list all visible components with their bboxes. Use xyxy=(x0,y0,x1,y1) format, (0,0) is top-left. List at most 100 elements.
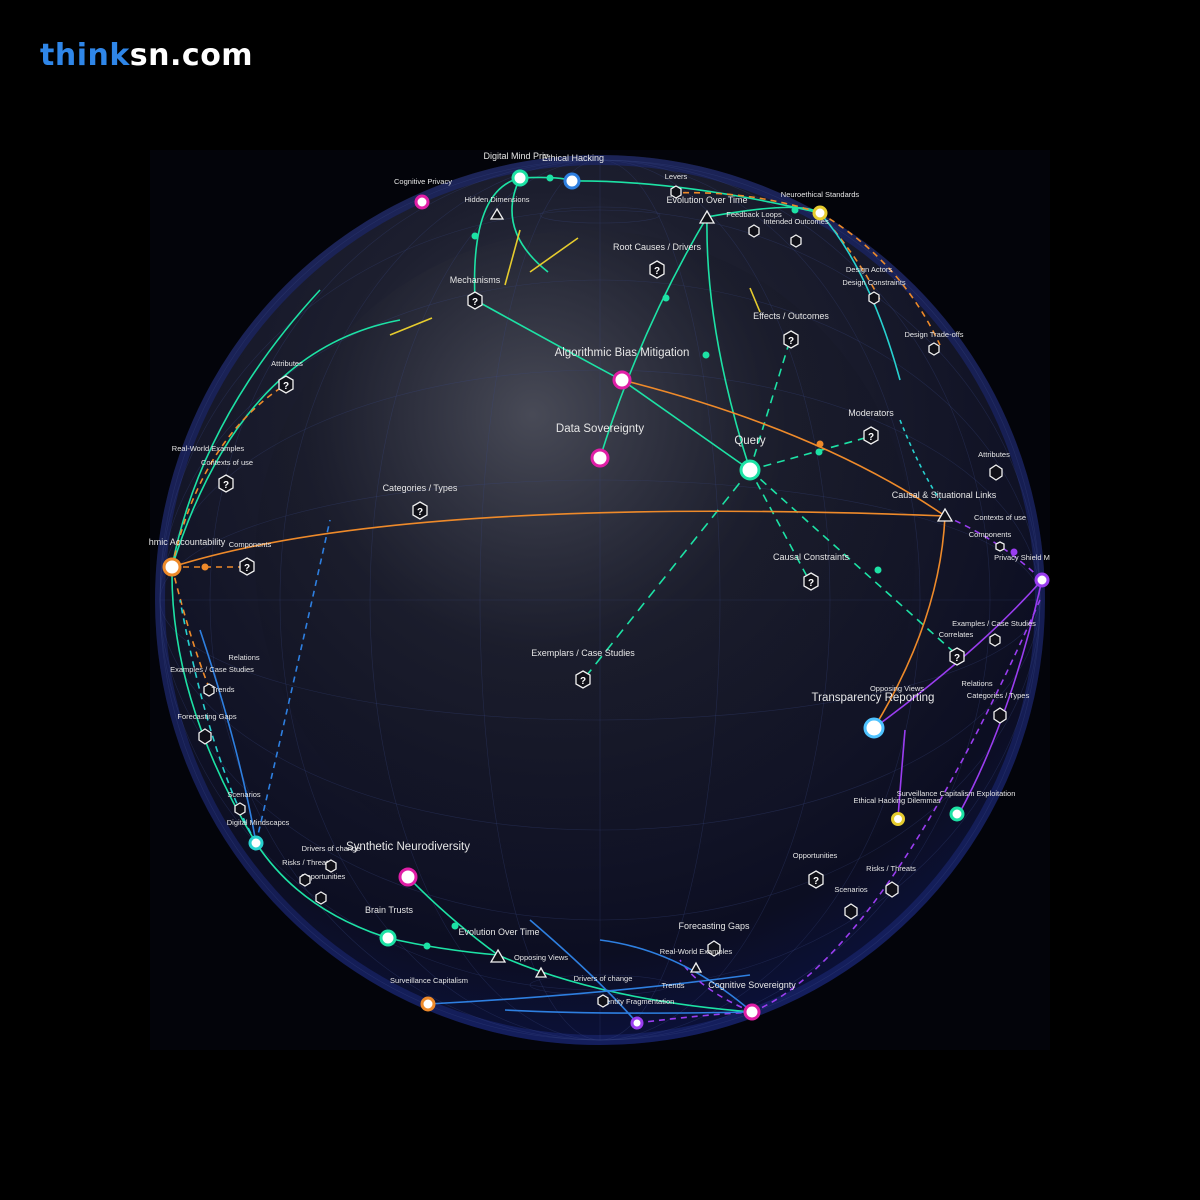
node-neuroethical-standards[interactable]: Neuroethical Standards xyxy=(781,190,860,221)
facet-feedback-loops[interactable]: Feedback Loops xyxy=(726,210,782,238)
facet-forecasting-gaps-left[interactable]: Forecasting Gaps xyxy=(177,712,237,745)
facet-risks-threats-left[interactable]: Risks / Threats xyxy=(282,858,337,873)
svg-text:?: ? xyxy=(417,507,423,518)
facet-drivers-of-change-left[interactable]: Drivers of change xyxy=(302,844,361,853)
facet-evolution-over-time-bottom[interactable]: Evolution Over Time xyxy=(458,927,540,963)
node-label: Transparency Reporting xyxy=(812,692,935,704)
facet-label: Evolution Over Time xyxy=(666,195,747,205)
node-label: Surveillance Capitalism Exploitation xyxy=(897,789,1016,798)
facet-opposing-views-bottom[interactable]: Opposing Views xyxy=(514,953,568,978)
facet-label: Hidden Dimensions xyxy=(464,195,529,204)
facet-contexts-of-use-right[interactable]: Contexts of use xyxy=(974,513,1026,522)
node-digital-mind-privacy[interactable]: Digital Mind Priv xyxy=(483,151,549,187)
facet-components-left[interactable]: Components ? xyxy=(229,540,272,576)
facet-risks-threats-right[interactable]: Risks / Threats xyxy=(866,864,916,898)
facet-categories-types-right[interactable]: Categories / Types xyxy=(967,691,1030,724)
facet-evolution-over-time-top[interactable]: Evolution Over Time xyxy=(666,195,748,224)
node-cognitive-privacy[interactable]: Cognitive Privacy xyxy=(394,177,452,210)
facet-attributes-right[interactable]: Attributes xyxy=(978,450,1010,481)
facet-levers[interactable]: Levers xyxy=(665,172,688,199)
facet-design-constraints[interactable]: Design Constraints xyxy=(842,278,906,305)
facet-contexts-of-use-left[interactable]: Contexts of use ? xyxy=(201,458,253,493)
node-identity-fragmentation[interactable]: Identity Fragmentation xyxy=(600,997,675,1030)
facet-trends-left[interactable]: Trends xyxy=(211,685,234,694)
question-hex-icon xyxy=(885,881,899,898)
facet-hidden-dimensions[interactable]: Hidden Dimensions xyxy=(464,195,530,220)
facet-label: Examples / Case Studies xyxy=(952,619,1036,628)
facet-causal-constraints[interactable]: Causal Constraints ? xyxy=(773,552,850,591)
facet-attributes-left[interactable]: Attributes ? xyxy=(271,359,303,394)
facet-label: Attributes xyxy=(271,359,303,368)
node-synthetic-neurodiversity[interactable]: Synthetic Neurodiversity xyxy=(346,841,470,887)
facet-label: Categories / Types xyxy=(967,691,1030,700)
facet-components-right[interactable]: Components xyxy=(969,530,1012,552)
facet-real-world-examples-bottom[interactable]: Real-World Examples xyxy=(660,947,733,973)
question-hex-icon xyxy=(218,474,234,493)
node-data-sovereignty[interactable]: Data Sovereignty xyxy=(556,423,644,468)
facet-scenarios-left[interactable]: Scenarios xyxy=(227,790,261,816)
svg-text:?: ? xyxy=(244,563,250,574)
node-brain-trusts[interactable]: Brain Trusts xyxy=(365,905,414,947)
facet-design-actors[interactable]: Design Actors xyxy=(846,265,893,274)
facet-design-tradeoffs[interactable]: Design Trade-offs xyxy=(904,330,964,356)
node-label: Neuroethical Standards xyxy=(781,190,860,199)
question-hex-icon xyxy=(995,541,1005,552)
facet-examples-case-studies-left[interactable]: Examples / Case Studies xyxy=(170,665,254,697)
node-transparency-reporting[interactable]: Transparency Reporting xyxy=(812,692,935,739)
node-digital-mindscapes[interactable]: Digital Mindscapcs xyxy=(227,818,290,851)
node-privacy-shield[interactable]: Privacy Shield M xyxy=(994,553,1050,588)
node-label: Algorithmic Bias Mitigation xyxy=(555,347,690,359)
facet-label: Exemplars / Case Studies xyxy=(531,648,635,658)
facet-effects-outcomes[interactable]: Effects / Outcomes ? xyxy=(753,311,829,349)
facet-label: Correlates xyxy=(939,630,974,639)
facet-label: Drivers of change xyxy=(574,974,633,983)
facet-label: Drivers of change xyxy=(302,844,361,853)
svg-text:?: ? xyxy=(223,480,229,491)
facet-real-world-examples-left[interactable]: Real-World Examples xyxy=(172,444,245,453)
question-hex-icon xyxy=(234,802,246,816)
facet-correlates[interactable]: Correlates ? xyxy=(939,630,974,666)
question-hex-icon xyxy=(467,291,483,310)
svg-text:?: ? xyxy=(813,876,819,887)
facet-label: Trends xyxy=(211,685,234,694)
facet-root-causes-drivers[interactable]: Root Causes / Drivers ? xyxy=(613,242,702,279)
facet-label: Components xyxy=(969,530,1012,539)
facet-examples-case-studies-right[interactable]: Examples / Case Studies xyxy=(952,619,1036,647)
facet-opportunities-left[interactable]: Opportunities xyxy=(299,872,346,905)
logo-part-sn: sn.com xyxy=(129,38,254,73)
question-hex-icon xyxy=(198,728,212,745)
facet-label: Risks / Threats xyxy=(866,864,916,873)
facet-scenarios-right[interactable]: Scenarios xyxy=(834,885,868,920)
node-ethical-hacking[interactable]: Ethical Hacking xyxy=(542,153,604,190)
facet-categories-types[interactable]: Categories / Types ? xyxy=(383,483,458,520)
facet-label: Forecasting Gaps xyxy=(177,712,236,721)
facet-intended-outcomes[interactable]: Intended Outcomes xyxy=(763,217,829,248)
node-surveillance-capitalism-exploitation[interactable]: Surveillance Capitalism Exploitation xyxy=(897,789,1016,822)
facet-relations-right[interactable]: Relations xyxy=(961,679,993,688)
warning-triangle-icon xyxy=(936,507,954,522)
node-algorithmic-bias-mitigation[interactable]: Algorithmic Bias Mitigation xyxy=(555,347,690,390)
node-cognitive-sovereignty[interactable]: Cognitive Sovereignty xyxy=(708,980,796,1021)
node-query[interactable]: Query xyxy=(734,435,766,481)
node-label: Surveillance Capitalism xyxy=(390,976,468,985)
warning-triangle-icon xyxy=(534,966,548,978)
facet-mechanisms[interactable]: Mechanisms ? xyxy=(450,275,501,310)
node-algorithmic-accountability[interactable]: hmic Accountability xyxy=(149,537,226,577)
question-hex-icon xyxy=(868,291,880,305)
node-surveillance-capitalism[interactable]: Surveillance Capitalism xyxy=(390,976,468,1012)
facet-opportunities-right[interactable]: Opportunities ? xyxy=(793,851,838,889)
facet-drivers-of-change-bottom[interactable]: Drivers of change xyxy=(574,974,633,1008)
facet-trends-bottom[interactable]: Trends xyxy=(661,981,684,990)
site-logo[interactable]: thinksn.com xyxy=(40,38,253,73)
facet-exemplars-case-studies[interactable]: Exemplars / Case Studies ? xyxy=(531,648,635,689)
question-hex-icon xyxy=(575,670,591,689)
facet-relations-left[interactable]: Relations xyxy=(228,653,260,662)
node-ethical-hacking-dilemmas[interactable]: Ethical Hacking Dilemmas xyxy=(853,796,941,826)
facet-label: Real-World Examples xyxy=(172,444,245,453)
facet-forecasting-gaps-bottom[interactable]: Forecasting Gaps xyxy=(678,921,750,957)
facet-moderators[interactable]: Moderators ? xyxy=(848,408,894,445)
facet-opposing-views-right[interactable]: Opposing Views xyxy=(870,684,924,693)
facet-causal-situational-links[interactable]: Causal & Situational Links xyxy=(892,490,997,522)
question-hex-icon xyxy=(844,903,858,920)
